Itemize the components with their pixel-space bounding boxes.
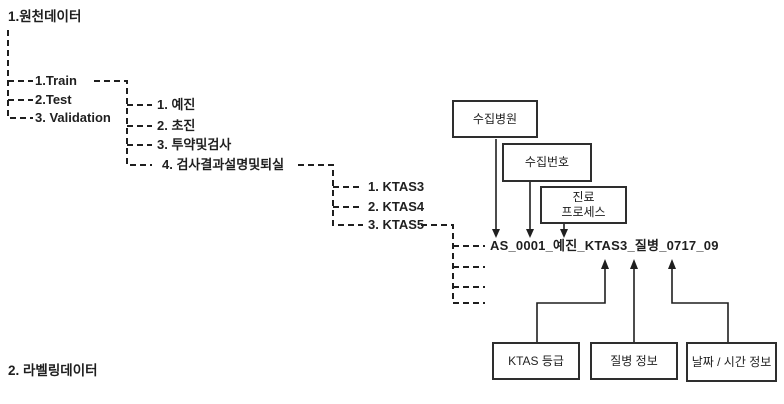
tree-line-train-stages bbox=[94, 80, 152, 166]
tree-line-ktas-files bbox=[421, 224, 485, 304]
arrow-process-head bbox=[560, 229, 568, 238]
tree-line-stage-ktas bbox=[298, 164, 363, 226]
tree-node-test: 2.Test bbox=[35, 92, 72, 107]
annotation-box-collect-number: 수집번호 bbox=[502, 143, 592, 182]
arrow-datetime-line bbox=[671, 268, 729, 342]
annotation-box-datetime-info: 날짜 / 시간 정보 bbox=[686, 342, 777, 382]
tree-node-validation: 3. Validation bbox=[35, 110, 111, 125]
annotation-box-hospital: 수집병원 bbox=[452, 100, 538, 138]
annotation-box-care-process: 진료 프로세스 bbox=[540, 186, 627, 224]
arrow-ktas-grade-head bbox=[601, 259, 609, 269]
tree-node-stage-2: 2. 초진 bbox=[157, 118, 196, 133]
annotation-box-disease-info: 질병 정보 bbox=[590, 342, 678, 380]
tree-node-ktas5: 3. KTAS5 bbox=[368, 217, 425, 232]
arrow-disease-head bbox=[630, 259, 638, 269]
arrow-ktas-grade-line bbox=[536, 268, 606, 342]
arrow-hospital-head bbox=[492, 229, 500, 238]
example-filename: AS_0001_예진_KTAS3_질병_0717_09 bbox=[490, 238, 719, 253]
arrow-datetime-head bbox=[668, 259, 676, 269]
annotation-box-ktas-grade: KTAS 등급 bbox=[492, 342, 580, 380]
arrow-number-head bbox=[526, 229, 534, 238]
labeling-data-title: 2. 라벨링데이터 bbox=[8, 363, 98, 378]
tree-node-stage-3: 3. 투약및검사 bbox=[157, 137, 232, 152]
tree-node-ktas4: 2. KTAS4 bbox=[368, 199, 425, 214]
tree-node-train: 1.Train bbox=[35, 73, 77, 88]
tree-node-stage-4: 4. 검사결과설명및퇴실 bbox=[162, 157, 285, 172]
tree-line-root-splits bbox=[7, 30, 33, 119]
source-data-title: 1.원천데이터 bbox=[8, 9, 82, 24]
tree-node-stage-1: 1. 예진 bbox=[157, 97, 196, 112]
tree-node-ktas3: 1. KTAS3 bbox=[368, 179, 425, 194]
